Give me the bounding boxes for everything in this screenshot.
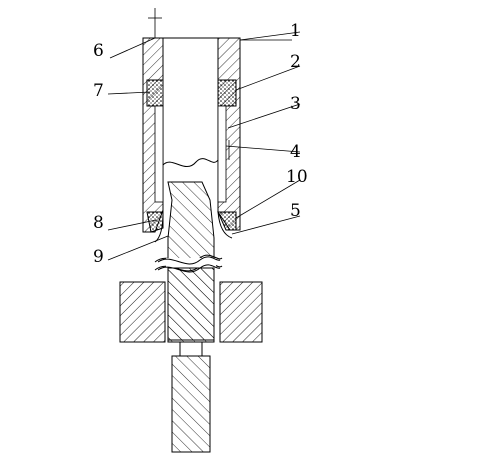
seal-upper-left	[146, 79, 164, 107]
seal-upper-right	[217, 79, 237, 107]
seal-lower-right	[217, 211, 237, 231]
callout-4: 4	[290, 142, 301, 162]
callout-7: 7	[93, 81, 104, 101]
stem-bottom	[171, 355, 211, 453]
callout-2: 2	[290, 52, 301, 72]
callout-5: 5	[290, 201, 301, 221]
callout-3: 3	[290, 94, 301, 114]
guide-right	[217, 211, 233, 239]
liner-left	[154, 105, 164, 203]
break-line-rod-c	[157, 256, 221, 265]
callout-8: 8	[93, 213, 104, 233]
seal-lower-left	[146, 211, 164, 233]
liner-right	[217, 105, 227, 203]
support-block-left	[119, 281, 166, 343]
support-block-right	[219, 281, 263, 343]
rod-lower	[167, 267, 215, 343]
stem-neck	[179, 341, 203, 357]
break-gap-fill	[166, 258, 216, 268]
callout-9: 9	[93, 247, 104, 267]
callout-10: 10	[286, 167, 308, 187]
leader-lines	[107, 31, 301, 261]
callout-6: 6	[93, 41, 104, 61]
callout-1: 1	[290, 21, 301, 41]
break-line-upper	[162, 158, 219, 168]
